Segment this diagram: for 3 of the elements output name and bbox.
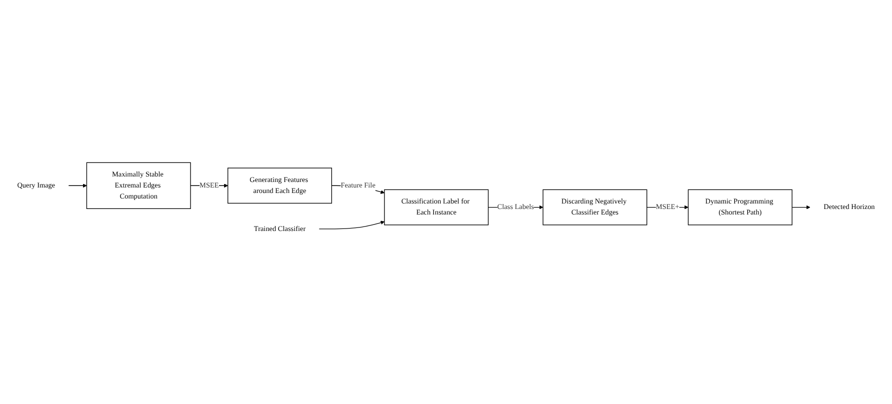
arrow	[318, 220, 385, 230]
arrow	[68, 184, 87, 188]
arrow	[792, 205, 810, 210]
